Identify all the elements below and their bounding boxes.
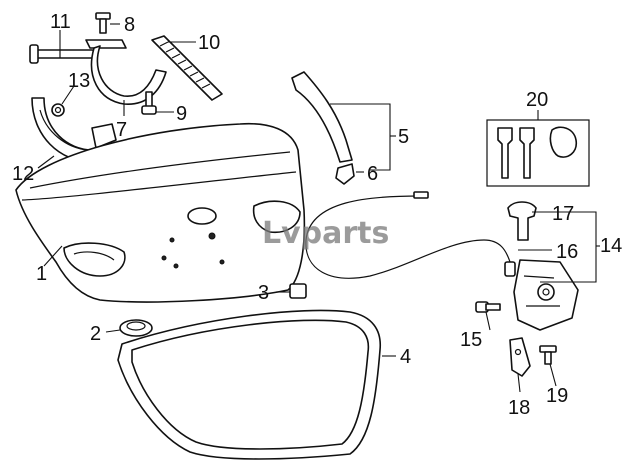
part-16-cable xyxy=(305,191,516,279)
callout-11: 11 xyxy=(50,11,71,33)
callout-2: 2 xyxy=(90,323,101,345)
callout-1: 1 xyxy=(36,263,47,285)
part-17-switch xyxy=(507,201,537,241)
callout-20: 20 xyxy=(526,89,548,111)
callout-7: 7 xyxy=(116,119,127,141)
part-1-trunk-lid xyxy=(15,122,306,303)
callout-19: 19 xyxy=(546,385,568,407)
part-4-weatherstrip xyxy=(117,309,381,460)
part-3-cushion xyxy=(289,283,307,299)
part-8-bolt xyxy=(95,12,111,34)
part-18-striker xyxy=(509,337,531,377)
callout-15: 15 xyxy=(460,329,482,351)
callout-9: 9 xyxy=(176,103,187,125)
part-11-rod xyxy=(29,44,95,64)
part-6-clip xyxy=(335,163,355,185)
watermark: Lvparts xyxy=(262,216,389,251)
part-13-clip xyxy=(51,103,65,117)
callout-16: 16 xyxy=(556,241,578,263)
callout-labels: 11 8 10 13 7 9 12 1 2 3 4 5 6 20 17 16 1… xyxy=(12,11,622,419)
part-20-keyset xyxy=(486,119,590,187)
callout-3: 3 xyxy=(258,282,269,304)
part-15-bolt xyxy=(475,301,501,313)
part-7-hinge xyxy=(85,39,167,105)
callout-8: 8 xyxy=(124,14,135,36)
callout-6: 6 xyxy=(367,163,378,185)
part-5-garnish xyxy=(291,71,353,163)
part-14-lock xyxy=(513,259,579,331)
callout-14: 14 xyxy=(600,235,622,257)
part-19-bolt xyxy=(539,345,557,365)
callout-4: 4 xyxy=(400,346,411,368)
callout-10: 10 xyxy=(198,32,220,54)
callout-13: 13 xyxy=(68,70,90,92)
callout-18: 18 xyxy=(508,397,530,419)
callout-5: 5 xyxy=(398,126,409,148)
callout-17: 17 xyxy=(552,203,574,225)
part-2-grommet xyxy=(119,319,153,337)
part-9-bolt xyxy=(141,91,157,115)
leader-lines xyxy=(37,23,600,393)
part-10-spring xyxy=(151,35,223,101)
callout-12: 12 xyxy=(12,163,34,185)
